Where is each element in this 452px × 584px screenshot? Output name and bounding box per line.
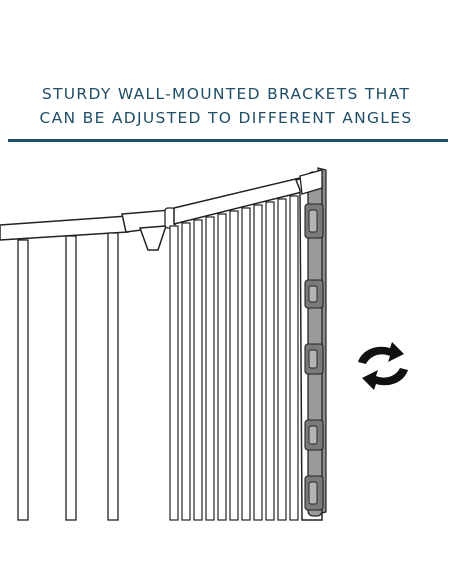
left-panel (0, 215, 129, 521)
gate-illustration (0, 167, 408, 521)
right-panel (169, 173, 323, 521)
headline-line-1: STURDY WALL-MOUNTED BRACKETS THAT (41, 85, 411, 103)
rotate-arrows-icon (358, 342, 408, 390)
headline-underline (8, 139, 448, 142)
corner-joint (121, 207, 176, 251)
headline-line-2: CAN BE ADJUSTED TO DIFFERENT ANGLES (39, 109, 413, 127)
wall-bracket (299, 167, 327, 517)
headline: STURDY WALL-MOUNTED BRACKETS THAT CAN BE… (0, 82, 452, 130)
